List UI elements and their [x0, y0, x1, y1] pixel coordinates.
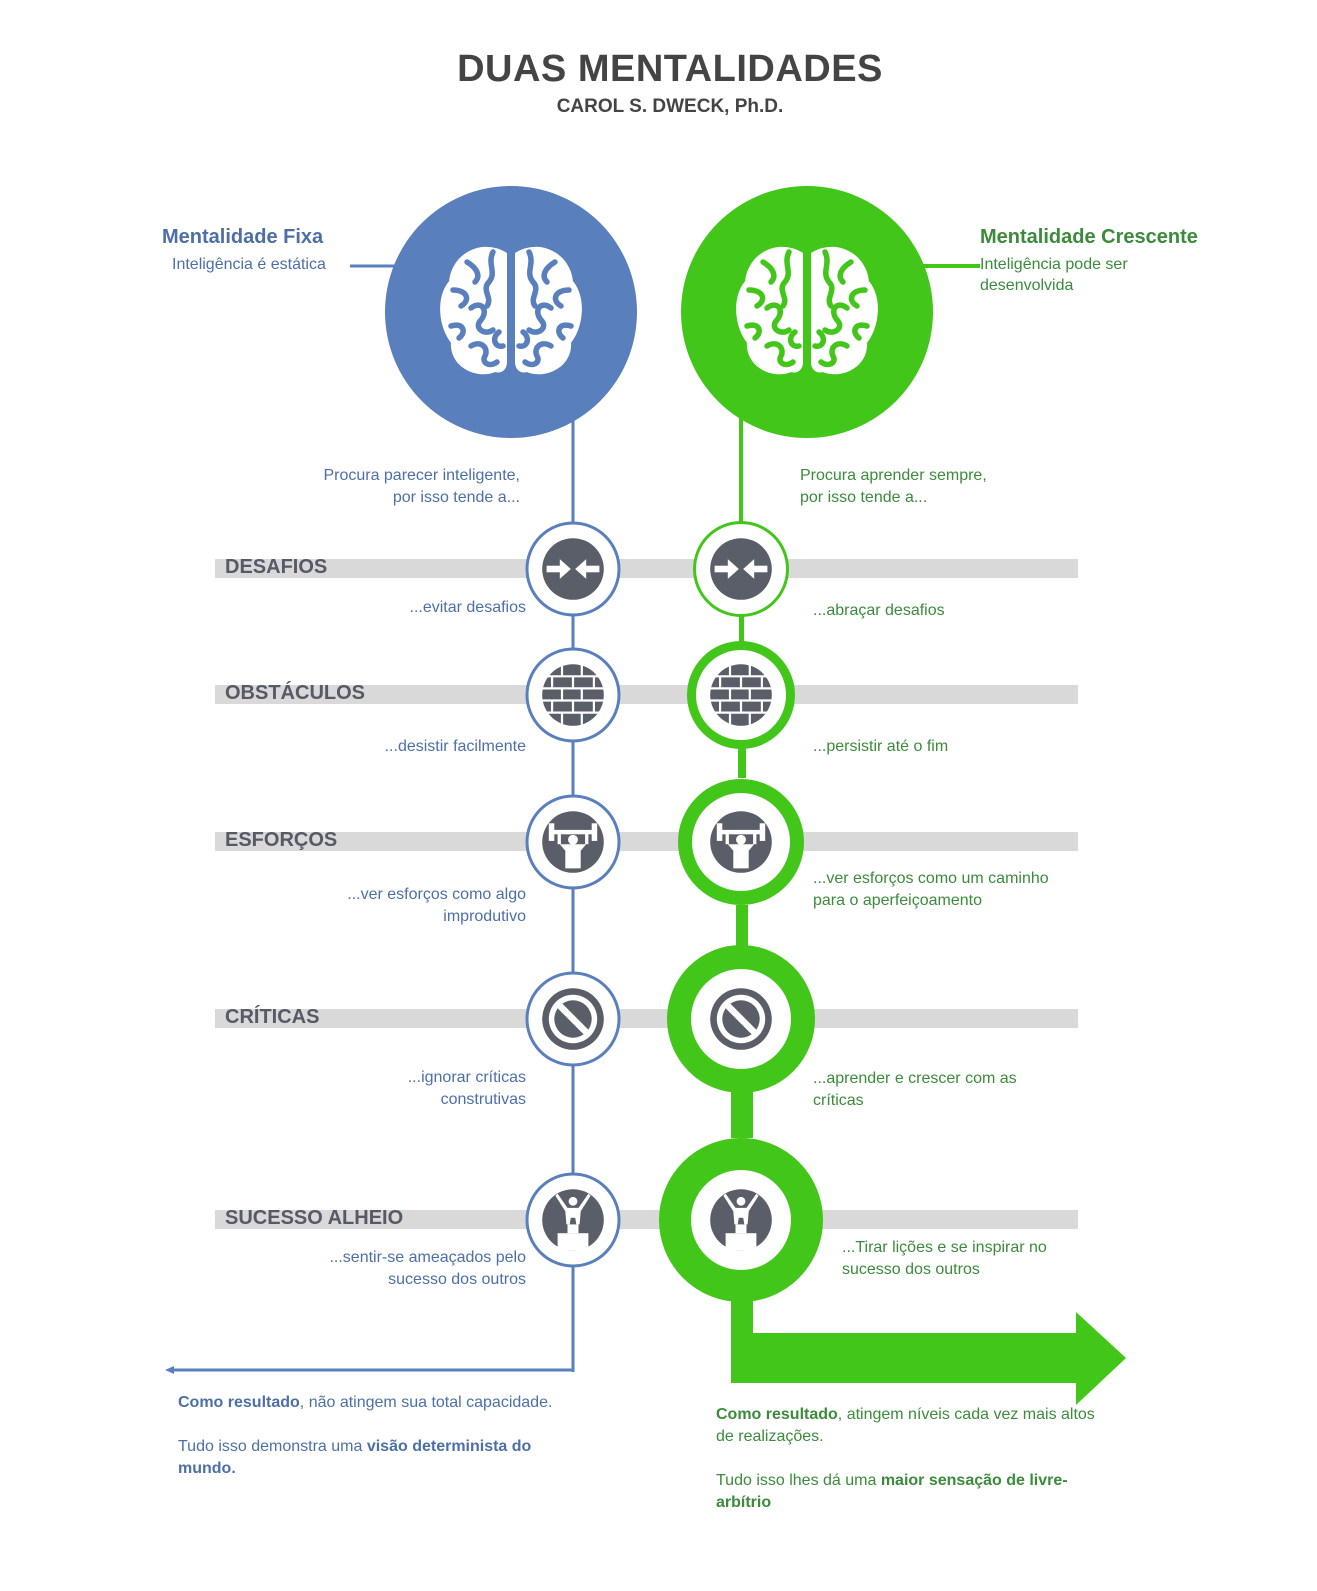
growth-intro-line: por isso tende a... — [800, 489, 928, 506]
growth-intro-line: Procura aprender sempre, — [800, 467, 987, 484]
growth-behavior-text: ...persistir até o fim — [813, 736, 1103, 758]
growth-behavior-text: ...ver esforços como um caminho para o ap… — [813, 868, 1103, 912]
growth-conclusion-bold: maior sensação de livre-arbítrio — [716, 1472, 1068, 1511]
category-bars — [215, 559, 1078, 1229]
growth-behavior-line: ...aprender e crescer com as — [813, 1070, 1017, 1087]
fixed-behavior-line: ...evitar desafios — [409, 599, 527, 616]
growth-behavior-line: sucesso dos outros — [842, 1261, 980, 1278]
fixed-behavior-text: ...evitar desafios — [220, 597, 527, 619]
growth-node-brick-wall-icon — [687, 641, 795, 749]
growth-description: Inteligência pode ser desenvolvida — [980, 254, 1128, 296]
fixed-description: Inteligência é estática — [172, 256, 326, 273]
fixed-node-brick-wall-icon — [525, 647, 621, 743]
fixed-result-text: , não atingem sua total capacidade. — [299, 1394, 553, 1411]
fixed-conclusion-text: Tudo isso demonstra uma — [178, 1438, 367, 1455]
fixed-intro-line: Procura parecer inteligente, — [323, 467, 520, 484]
growth-heading: Mentalidade Crescente — [980, 226, 1198, 248]
growth-mindset-path — [731, 264, 1126, 1405]
fixed-result: Como resultado, não atingem sua total ca… — [178, 1392, 558, 1502]
fixed-conclusion-bold: visão determinista do mundo. — [178, 1438, 532, 1477]
growth-behavior-line: ...abraçar desafios — [813, 602, 945, 619]
fixed-behavior-text: ...sentir-se ameaçados pelo sucesso dos o… — [220, 1247, 526, 1291]
fixed-behavior-line: sucesso dos outros — [388, 1271, 526, 1288]
growth-behavior-line: críticas — [813, 1092, 864, 1109]
fixed-behavior-line: construtivas — [440, 1091, 526, 1108]
growth-result-text: , atingem níveis cada vez mais altos de … — [716, 1406, 1095, 1445]
growth-brain-circle — [681, 186, 933, 438]
page-subtitle: CAROL S. DWECK, Ph.D. — [556, 96, 784, 117]
category-bar — [215, 832, 1078, 851]
page-title: DUAS MENTALIDADES — [457, 48, 883, 90]
category-bar — [215, 1009, 1078, 1028]
growth-result: Como resultado, atingem níveis cada vez … — [716, 1404, 1116, 1536]
fixed-node-winner-podium-icon — [525, 1172, 621, 1268]
growth-result-bold: Como resultado — [716, 1406, 838, 1423]
growth-conclusion-text: Tudo isso lhes dá uma — [716, 1472, 881, 1489]
growth-node-prohibited-icon — [667, 945, 815, 1093]
growth-behavior-line: para o aperfeiçoamento — [813, 892, 982, 909]
growth-node-winner-podium-icon — [659, 1138, 823, 1302]
growth-behavior-text: ...Tirar lições e se inspirar no sucesso … — [842, 1237, 1132, 1281]
fixed-behavior-text: ...ver esforços como algo improdutivo — [220, 884, 526, 928]
growth-behavior-line: ...Tirar lições e se inspirar no — [842, 1239, 1047, 1256]
fixed-intro: Procura parecer inteligente, por isso te… — [250, 465, 520, 509]
fixed-heading: Mentalidade Fixa — [162, 226, 324, 248]
fixed-behavior-line: ...ver esforços como algo — [347, 886, 526, 903]
growth-arrow — [731, 1300, 1126, 1405]
category-label: DESAFIOS — [225, 556, 328, 578]
growth-description-line: desenvolvida — [980, 277, 1074, 294]
growth-behavior-line: ...ver esforços como um caminho — [813, 870, 1049, 887]
category-bar — [215, 559, 1078, 578]
category-label: OBSTÁCULOS — [225, 682, 365, 704]
fixed-behavior-line: improdutivo — [443, 908, 526, 925]
fixed-behavior-text: ...ignorar críticas construtivas — [220, 1067, 526, 1111]
category-label: ESFORÇOS — [225, 829, 338, 851]
growth-behavior-text: ...abraçar desafios — [813, 600, 1103, 622]
growth-description-line: Inteligência pode ser — [980, 256, 1128, 273]
category-bar — [215, 685, 1078, 704]
category-label: SUCESSO ALHEIO — [225, 1207, 404, 1229]
growth-behavior-text: ...aprender e crescer com as críticas — [813, 1068, 1103, 1112]
growth-behavior-line: ...persistir até o fim — [813, 738, 949, 755]
category-bar — [215, 1210, 1078, 1229]
fixed-behavior-line: ...ignorar críticas — [407, 1069, 526, 1086]
fixed-behavior-line: ...sentir-se ameaçados pelo — [329, 1249, 526, 1266]
fixed-node-prohibited-icon — [525, 971, 621, 1067]
category-label: CRÍTICAS — [225, 1006, 320, 1028]
fixed-behavior-line: ...desistir facilmente — [384, 738, 526, 755]
fixed-intro-line: por isso tende a... — [392, 489, 520, 506]
fixed-brain-circle — [385, 186, 637, 438]
growth-node-weightlifter-icon — [678, 779, 804, 905]
fixed-node-weightlifter-icon — [525, 794, 621, 890]
fixed-arrowhead — [165, 1366, 174, 1374]
fixed-node-arrows-converge-icon — [525, 521, 621, 617]
growth-node-arrows-converge-icon — [693, 521, 789, 617]
growth-intro: Procura aprender sempre, por isso tende … — [800, 465, 1100, 509]
fixed-behavior-text: ...desistir facilmente — [220, 736, 526, 758]
fixed-result-bold: Como resultado — [178, 1394, 300, 1411]
